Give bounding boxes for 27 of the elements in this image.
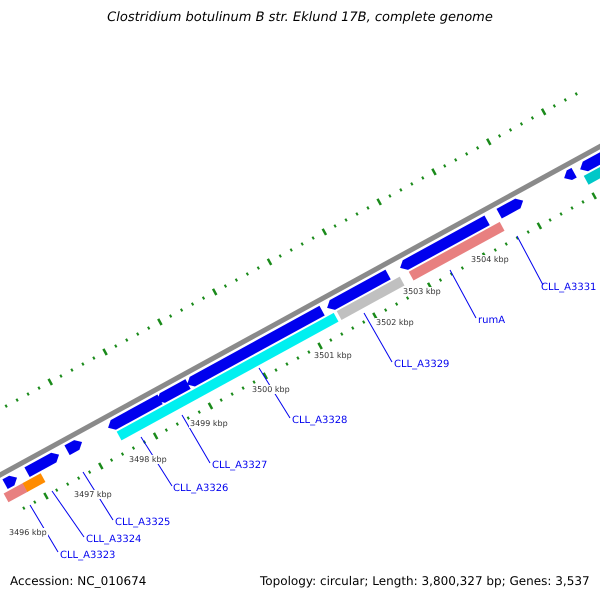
gene-label: CLL_A3326 [173,483,228,494]
scale-label: 3498 kbp [128,455,168,464]
leader-line [516,236,544,286]
leader-line [364,312,392,362]
gene-label: CLL_A3325 [115,517,170,528]
title: Clostridium botulinum B str. Eklund 17B, complete genome [106,10,494,25]
gene-label: CLL_A3329 [394,359,450,370]
scale-label: 3500 kbp [251,385,291,394]
footer-text: Topology: circular; Length: 3,800,327 bp; Genes: 3,537 [260,574,590,588]
leader-line [182,414,210,464]
scale-label: 3501 kbp [313,351,353,360]
scale-label: 3503 kbp [402,287,442,296]
scale-label: 3499 kbp [189,419,229,428]
leader-line [30,504,58,552]
gene-label: CLL_A3331 [541,282,596,293]
gene-label: CLL_A3324 [86,534,142,545]
footer-text: Accession: NC_010674 [10,574,146,588]
gene-label: rumA [478,315,506,326]
scale-label: 3496 kbp [8,528,48,537]
gene-label: CLL_A3323 [60,550,116,561]
leader-line [52,490,84,538]
scale-label: 3497 kbp [73,490,113,499]
leader-line [450,270,476,318]
gene-label: CLL_A3328 [292,415,348,426]
scale-label: 3502 kbp [375,318,415,327]
gene-label: CLL_A3327 [212,460,268,471]
scale-label: 3504 kbp [470,255,510,264]
